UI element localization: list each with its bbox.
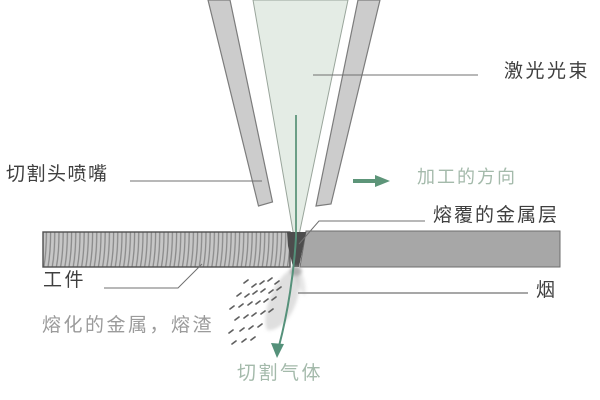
spatter-particles [228, 277, 282, 345]
gas-flow-arrowhead [271, 343, 284, 358]
gas-flow-arrow-shaft [278, 236, 297, 347]
label-laser-beam: 激光光束 [504, 61, 591, 82]
label-clad-metal-layer: 熔覆的金属层 [433, 205, 560, 226]
leader-line-workpiece [104, 263, 203, 289]
label-workpiece: 工件 [43, 270, 87, 291]
label-process-direction: 加工的方向 [417, 167, 517, 187]
label-smoke: 烟 [536, 280, 558, 301]
nozzle-wall-left [207, 0, 274, 207]
workpiece-left-hatched [42, 231, 291, 268]
label-molten-metal-slag: 熔化的金属，熔渣 [42, 315, 215, 336]
label-cutting-gas: 切割气体 [237, 363, 324, 384]
leader-line-clad-layer [298, 220, 425, 245]
direction-arrowhead [375, 175, 390, 187]
nozzle-wall-right [315, 0, 381, 207]
label-cutting-head-nozzle: 切割头喷嘴 [6, 164, 109, 185]
workpiece-right-slab [299, 230, 561, 268]
